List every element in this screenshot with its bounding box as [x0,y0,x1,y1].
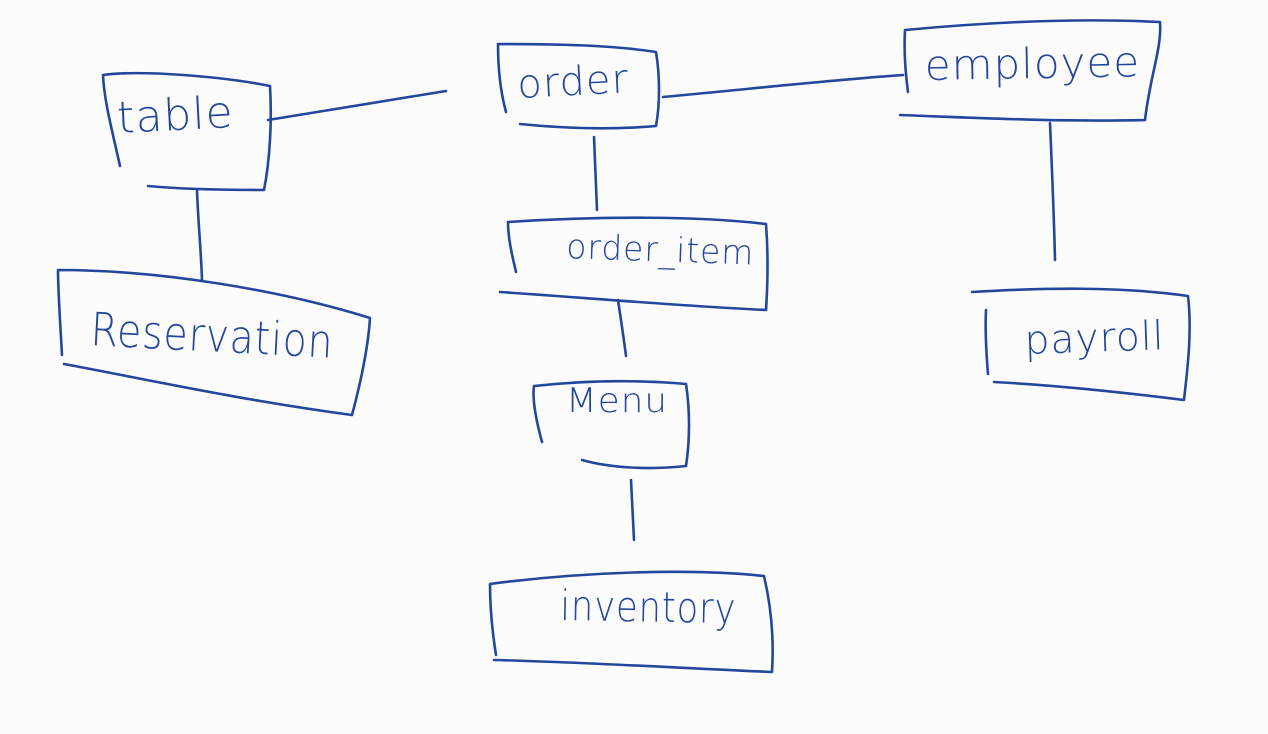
entity-payroll: payroll [970,287,1191,402]
entity-reservation-label: Reservation [89,302,334,369]
entity-order: order [496,42,661,130]
connector-menu-inventory [629,478,636,542]
entity-order-label: order [516,56,630,108]
entity-payroll-label: payroll [1024,313,1166,364]
entity-reservation: Reservation [56,268,372,417]
entity-inventory: inventory [488,570,775,674]
connector-order-order-item [592,135,599,212]
entity-order-item-label: order_item [566,227,755,274]
entity-inventory-label: inventory [560,581,737,633]
entity-menu: Menu [532,379,691,470]
entity-employee-box [898,19,1162,122]
entity-table: table [101,71,273,192]
connector-employee-payroll [1048,121,1057,262]
entity-reservation-box [56,268,372,417]
connector-order-employee [661,73,905,99]
entity-payroll-box [984,308,990,376]
entity-inventory-box [488,570,775,674]
connector-order-item-menu [616,298,628,358]
connector-table-order [266,89,448,122]
entity-order-item-box [498,216,769,312]
connector-table-reservation [195,188,204,282]
entity-table-label: table [116,87,235,144]
entity-payroll-box-frame [970,287,1191,402]
entity-menu-box [532,379,691,470]
entity-employee-label: employee [924,37,1140,90]
entity-table-box [101,71,273,192]
entity-order-item: order_item [498,216,769,312]
entity-order-box [496,42,661,130]
entity-menu-label: Menu [566,381,668,421]
entity-employee: employee [898,19,1162,122]
